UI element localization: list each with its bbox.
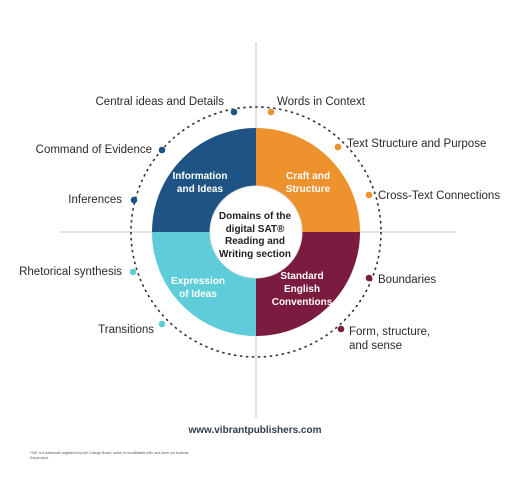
skill-transitions: Transitions bbox=[98, 324, 154, 336]
dot-rhetorical-synthesis bbox=[129, 268, 137, 276]
dot-central-ideas bbox=[230, 108, 238, 116]
skill-text-structure-and-purpose: Text Structure and Purpose bbox=[347, 138, 487, 150]
label-standard-english-conventions: Standard English Conventions bbox=[271, 271, 333, 308]
publisher-url[interactable]: www.vibrantpublishers.com bbox=[188, 425, 322, 436]
skill-boundaries: Boundaries bbox=[378, 274, 437, 286]
trademark-disclaimer: *SAT is a trademark registered by the Co… bbox=[30, 451, 190, 460]
dot-form-structure bbox=[337, 325, 345, 333]
skill-cross-text-connections: Cross-Text Connections bbox=[378, 190, 501, 202]
dashed-ring bbox=[130, 106, 382, 358]
dot-inferences bbox=[130, 196, 138, 204]
center-circle bbox=[209, 185, 303, 279]
dot-text-structure bbox=[334, 143, 342, 151]
label-craft-and-structure: Craft and Structure bbox=[285, 171, 331, 195]
skill-inferences: Inferences bbox=[68, 194, 122, 206]
dot-transitions bbox=[158, 320, 166, 328]
dot-command-of-evidence bbox=[158, 146, 166, 154]
dot-boundaries bbox=[365, 274, 373, 282]
center-title: Domains of the digital SAT® Reading and … bbox=[218, 211, 292, 260]
label-information-and-ideas: Information and Ideas bbox=[172, 171, 228, 195]
dot-cross-text bbox=[365, 191, 373, 199]
label-expression-of-ideas: Expression of Ideas bbox=[171, 276, 225, 300]
skill-words-in-context: Words in Context bbox=[277, 96, 365, 108]
dot-words-in-context bbox=[267, 108, 275, 116]
skill-rhetorical-synthesis: Rhetorical synthesis bbox=[19, 266, 122, 278]
skill-central-ideas-and-details: Central ideas and Details bbox=[95, 96, 225, 108]
skill-form-structure-and-sense: Form, structure, and sense bbox=[349, 326, 431, 352]
skill-command-of-evidence: Command of Evidence bbox=[35, 144, 152, 156]
